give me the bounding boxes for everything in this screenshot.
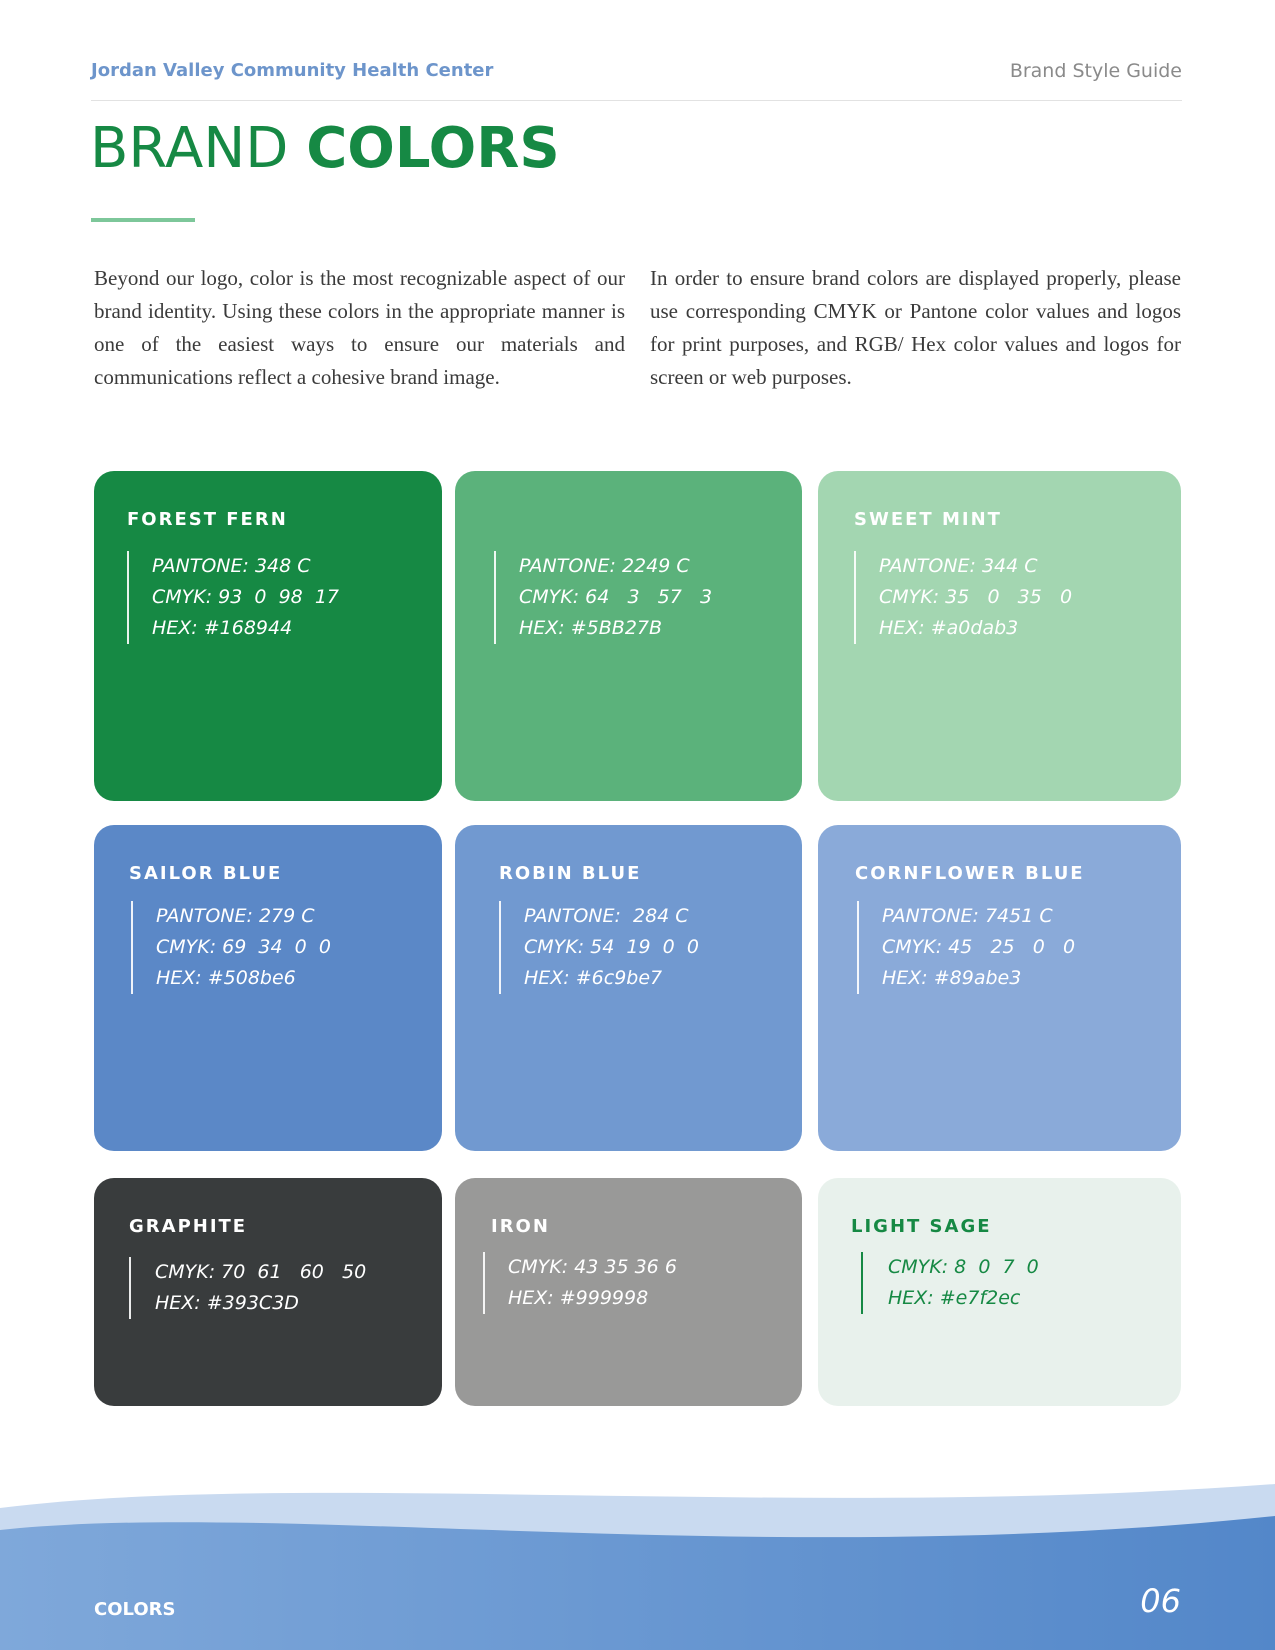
page-title-light: BRAND bbox=[90, 116, 289, 181]
swatch-name: SWEET MINT bbox=[854, 509, 1002, 530]
swatch-hex: HEX: #999998 bbox=[508, 1287, 649, 1309]
swatch-medium-green: PANTONE: 2249 C CMYK: 64 3 57 3 HEX: #5B… bbox=[455, 471, 802, 801]
title-accent-bar bbox=[91, 218, 195, 222]
swatch-light-sage: LIGHT SAGE CMYK: 8 0 7 0 HEX: #e7f2ec bbox=[818, 1178, 1181, 1406]
swatch-pantone: PANTONE: 7451 C bbox=[882, 905, 1053, 927]
swatch-hex: HEX: #e7f2ec bbox=[888, 1287, 1021, 1309]
swatch-iron: IRON CMYK: 43 35 36 6 HEX: #999998 bbox=[455, 1178, 802, 1406]
swatch-specs: PANTONE: 7451 C CMYK: 45 25 0 0 HEX: #89… bbox=[857, 901, 1075, 994]
swatch-cornflower-blue: CORNFLOWER BLUE PANTONE: 7451 C CMYK: 45… bbox=[818, 825, 1181, 1151]
swatch-specs: PANTONE: 2249 C CMYK: 64 3 57 3 HEX: #5B… bbox=[494, 551, 712, 644]
swatch-cmyk: CMYK: 43 35 36 6 bbox=[508, 1256, 677, 1278]
swatch-cmyk: CMYK: 64 3 57 3 bbox=[519, 586, 713, 608]
swatch-pantone: PANTONE: 344 C bbox=[879, 555, 1038, 577]
swatch-cmyk: CMYK: 54 19 0 0 bbox=[524, 936, 699, 958]
swatch-name: LIGHT SAGE bbox=[851, 1216, 992, 1237]
swatch-forest-fern: FOREST FERN PANTONE: 348 C CMYK: 93 0 98… bbox=[94, 471, 442, 801]
intro-paragraph-left: Beyond our logo, color is the most recog… bbox=[94, 266, 625, 389]
swatch-cmyk: CMYK: 70 61 60 50 bbox=[155, 1261, 367, 1283]
organization-name: Jordan Valley Community Health Center bbox=[91, 60, 494, 81]
intro-paragraph-right: In order to ensure brand colors are disp… bbox=[650, 266, 1181, 389]
footer-section-label: COLORS bbox=[94, 1599, 176, 1620]
swatch-specs: CMYK: 43 35 36 6 HEX: #999998 bbox=[483, 1252, 677, 1314]
swatch-hex: HEX: #5BB27B bbox=[519, 617, 663, 639]
swatch-name: SAILOR BLUE bbox=[129, 863, 283, 884]
swatch-specs: PANTONE: 279 C CMYK: 69 34 0 0 HEX: #508… bbox=[131, 901, 331, 994]
swatch-specs: PANTONE: 284 C CMYK: 54 19 0 0 HEX: #6c9… bbox=[499, 901, 699, 994]
swatch-cmyk: CMYK: 69 34 0 0 bbox=[156, 936, 331, 958]
swatch-pantone: PANTONE: 284 C bbox=[524, 905, 689, 927]
swatch-name: GRAPHITE bbox=[129, 1216, 248, 1237]
swatch-hex: HEX: #a0dab3 bbox=[879, 617, 1019, 639]
swatch-robin-blue: ROBIN BLUE PANTONE: 284 C CMYK: 54 19 0 … bbox=[455, 825, 802, 1151]
page-title-bold: COLORS bbox=[306, 116, 560, 181]
swatch-hex: HEX: #6c9be7 bbox=[524, 967, 663, 989]
swatch-pantone: PANTONE: 2249 C bbox=[519, 555, 690, 577]
document-label: Brand Style Guide bbox=[1009, 60, 1182, 82]
swatch-name: CORNFLOWER BLUE bbox=[855, 863, 1085, 884]
swatch-hex: HEX: #508be6 bbox=[156, 967, 296, 989]
page-number: 06 bbox=[1140, 1582, 1181, 1620]
swatch-name: IRON bbox=[491, 1216, 550, 1237]
swatch-pantone: PANTONE: 279 C bbox=[156, 905, 315, 927]
swatch-cmyk: CMYK: 35 0 35 0 bbox=[879, 586, 1073, 608]
swatch-cmyk: CMYK: 45 25 0 0 bbox=[882, 936, 1076, 958]
swatch-hex: HEX: #393C3D bbox=[155, 1292, 299, 1314]
swatch-graphite: GRAPHITE CMYK: 70 61 60 50 HEX: #393C3D bbox=[94, 1178, 442, 1406]
swatch-hex: HEX: #168944 bbox=[152, 617, 293, 639]
swatch-cmyk: CMYK: 8 0 7 0 bbox=[888, 1256, 1039, 1278]
footer-wave-front bbox=[0, 1516, 1275, 1650]
swatch-hex: HEX: #89abe3 bbox=[882, 967, 1022, 989]
footer-wave bbox=[0, 1484, 1275, 1650]
swatch-sailor-blue: SAILOR BLUE PANTONE: 279 C CMYK: 69 34 0… bbox=[94, 825, 442, 1151]
swatch-sweet-mint: SWEET MINT PANTONE: 344 C CMYK: 35 0 35 … bbox=[818, 471, 1181, 801]
swatch-name: FOREST FERN bbox=[127, 509, 288, 530]
swatch-specs: CMYK: 8 0 7 0 HEX: #e7f2ec bbox=[861, 1252, 1039, 1314]
swatch-specs: PANTONE: 344 C CMYK: 35 0 35 0 HEX: #a0d… bbox=[854, 551, 1072, 644]
swatch-cmyk: CMYK: 93 0 98 17 bbox=[152, 586, 340, 608]
swatch-specs: CMYK: 70 61 60 50 HEX: #393C3D bbox=[129, 1257, 366, 1319]
swatch-specs: PANTONE: 348 C CMYK: 93 0 98 17 HEX: #16… bbox=[127, 551, 339, 644]
page-title: BRAND COLORS bbox=[90, 115, 560, 182]
header-divider bbox=[91, 100, 1182, 101]
swatch-pantone: PANTONE: 348 C bbox=[152, 555, 311, 577]
swatch-name: ROBIN BLUE bbox=[499, 863, 642, 884]
